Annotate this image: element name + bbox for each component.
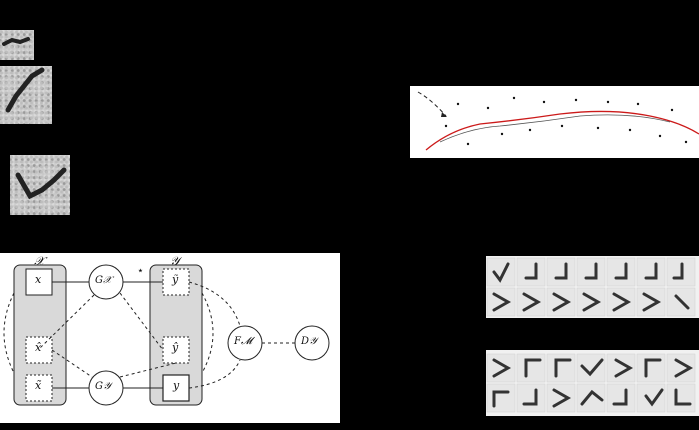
domain-y-box xyxy=(149,264,203,406)
discriminator-label: D𝒴 xyxy=(301,336,317,347)
digit-strokes-overlay xyxy=(2,37,67,200)
noisy-digit-thumb-1 xyxy=(0,30,34,60)
domain-y-label: 𝒴 xyxy=(170,254,180,268)
digit-grid-bottom xyxy=(486,353,696,413)
curve-plot xyxy=(417,91,699,151)
cycle-diagram xyxy=(3,264,330,406)
domain-x-box xyxy=(13,264,67,406)
generator-y-label: G𝒴 xyxy=(95,381,111,392)
node-y-label: y xyxy=(173,379,180,392)
digit-grid-top xyxy=(486,257,696,317)
dark-curve xyxy=(439,114,671,143)
node-x-hat-label: x̂ xyxy=(35,341,42,354)
arrow-head xyxy=(441,112,447,117)
red-curve xyxy=(425,110,699,151)
noisy-digit-thumb-3 xyxy=(10,155,70,215)
noisy-digit-thumb-2 xyxy=(0,66,52,124)
domain-x-label: 𝒳 xyxy=(34,254,45,268)
node-y-hat-label: ŷ xyxy=(172,341,179,354)
curve-panel xyxy=(410,86,699,158)
dashed-arrow xyxy=(417,91,447,117)
node-x-label: x xyxy=(35,273,42,286)
feature-extractor-label: F𝓜 xyxy=(234,336,253,347)
star-marker: ⋆ xyxy=(137,264,144,277)
node-x-tilde-label: x̃ xyxy=(35,379,42,392)
data-points xyxy=(444,96,688,146)
generator-x-label: G𝒳 xyxy=(95,275,112,286)
node-y-tilde-label: ỹ xyxy=(172,273,179,286)
